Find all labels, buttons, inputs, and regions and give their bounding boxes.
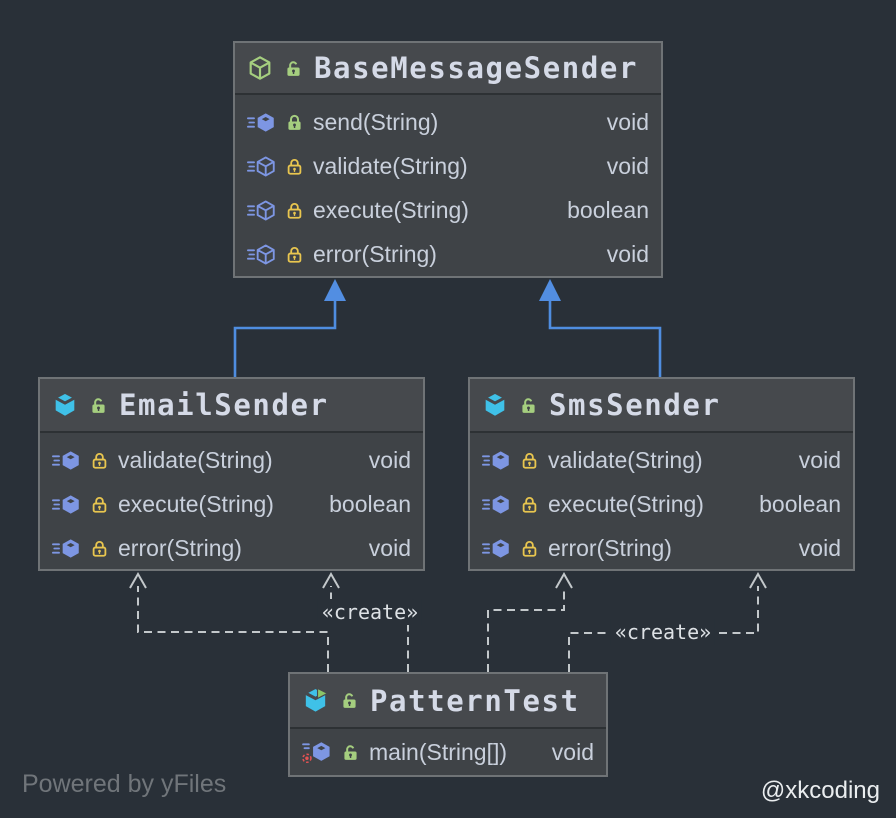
dependency-edge-smssender-1[interactable]: [487, 571, 573, 672]
method-name: error(String): [118, 534, 242, 561]
method-row-validate[interactable]: validate(String) void: [40, 438, 423, 482]
method-row-error[interactable]: error(String) void: [235, 232, 661, 276]
method-row-send[interactable]: send(String) void: [235, 100, 661, 144]
method-row-execute[interactable]: execute(String) boolean: [470, 482, 853, 526]
method-icon: [247, 111, 276, 134]
lock-yellow-protected-icon: [520, 539, 539, 558]
abstract-class-icon: [247, 55, 273, 81]
method-icon: [52, 493, 81, 516]
method-return-type: void: [551, 738, 594, 765]
edge-label-create-right[interactable]: «create»: [610, 619, 716, 645]
dependency-edge-emailsender-1[interactable]: [129, 571, 329, 672]
class-header[interactable]: PatternTest: [290, 674, 606, 729]
method-name: validate(String): [118, 446, 273, 473]
inheritance-edge-emailsender[interactable]: [233, 279, 346, 377]
yfiles-watermark: Powered by yFiles: [22, 770, 227, 798]
class-icon: [482, 392, 508, 418]
lock-yellow-protected-icon: [520, 495, 539, 514]
class-header[interactable]: SmsSender: [470, 379, 853, 433]
public-open-lock-icon: [284, 59, 303, 78]
lock-yellow-protected-icon: [90, 495, 109, 514]
public-open-lock-icon: [341, 743, 360, 762]
edge-label-create-left[interactable]: «create»: [317, 599, 423, 625]
method-icon: [482, 449, 511, 472]
class-header[interactable]: EmailSender: [40, 379, 423, 433]
dependency-edge-smssender-create[interactable]: [568, 571, 767, 672]
method-row-execute[interactable]: execute(String) boolean: [235, 188, 661, 232]
class-box-emailsender[interactable]: EmailSender validate(String) void: [38, 377, 425, 571]
class-name: BaseMessageSender: [314, 51, 639, 85]
author-credit: @xkcoding: [760, 777, 880, 804]
method-return-type: void: [368, 446, 411, 473]
runnable-class-icon: [302, 687, 329, 714]
method-return-type: boolean: [567, 196, 649, 223]
lock-closed-green-icon: [285, 113, 304, 132]
method-row-validate[interactable]: validate(String) void: [470, 438, 853, 482]
abstract-method-icon: [247, 199, 276, 222]
method-return-type: void: [606, 108, 649, 135]
lock-yellow-protected-icon: [285, 201, 304, 220]
method-row-execute[interactable]: execute(String) boolean: [40, 482, 423, 526]
lock-yellow-protected-icon: [90, 451, 109, 470]
method-name: validate(String): [313, 152, 468, 179]
method-return-type: void: [368, 534, 411, 561]
lock-yellow-protected-icon: [285, 157, 304, 176]
lock-yellow-protected-icon: [90, 539, 109, 558]
inheritance-edge-smssender[interactable]: [539, 279, 662, 377]
method-row-validate[interactable]: validate(String) void: [235, 144, 661, 188]
method-return-type: void: [798, 534, 841, 561]
method-row-error[interactable]: error(String) void: [40, 526, 423, 570]
method-name: execute(String): [313, 196, 469, 223]
method-icon: [52, 449, 81, 472]
method-return-type: void: [606, 240, 649, 267]
class-header[interactable]: BaseMessageSender: [235, 43, 661, 95]
class-box-patterntest[interactable]: PatternTest main(String[]) void: [288, 672, 608, 777]
class-box-basemessagesender[interactable]: BaseMessageSender send(String) void: [233, 41, 663, 278]
method-return-type: boolean: [329, 490, 411, 517]
method-name: error(String): [548, 534, 672, 561]
method-return-type: void: [798, 446, 841, 473]
main-method-icon: [302, 740, 332, 764]
lock-yellow-protected-icon: [520, 451, 539, 470]
class-name: EmailSender: [119, 388, 329, 422]
class-name: PatternTest: [370, 683, 580, 718]
method-row-error[interactable]: error(String) void: [470, 526, 853, 570]
method-icon: [52, 537, 81, 560]
public-open-lock-icon: [519, 396, 538, 415]
method-name: main(String[]): [369, 738, 508, 765]
method-name: send(String): [313, 108, 439, 135]
method-row-main[interactable]: main(String[]) void: [290, 731, 606, 773]
class-icon: [52, 392, 78, 418]
abstract-method-icon: [247, 155, 276, 178]
public-open-lock-icon: [340, 691, 359, 710]
abstract-method-icon: [247, 243, 276, 266]
lock-yellow-protected-icon: [285, 245, 304, 264]
method-icon: [482, 537, 511, 560]
public-open-lock-icon: [89, 396, 108, 415]
method-name: execute(String): [548, 490, 704, 517]
method-name: validate(String): [548, 446, 703, 473]
method-icon: [482, 493, 511, 516]
method-name: execute(String): [118, 490, 274, 517]
method-return-type: boolean: [759, 490, 841, 517]
class-box-smssender[interactable]: SmsSender validate(String) void: [468, 377, 855, 571]
method-return-type: void: [606, 152, 649, 179]
method-name: error(String): [313, 240, 437, 267]
class-name: SmsSender: [549, 388, 721, 422]
